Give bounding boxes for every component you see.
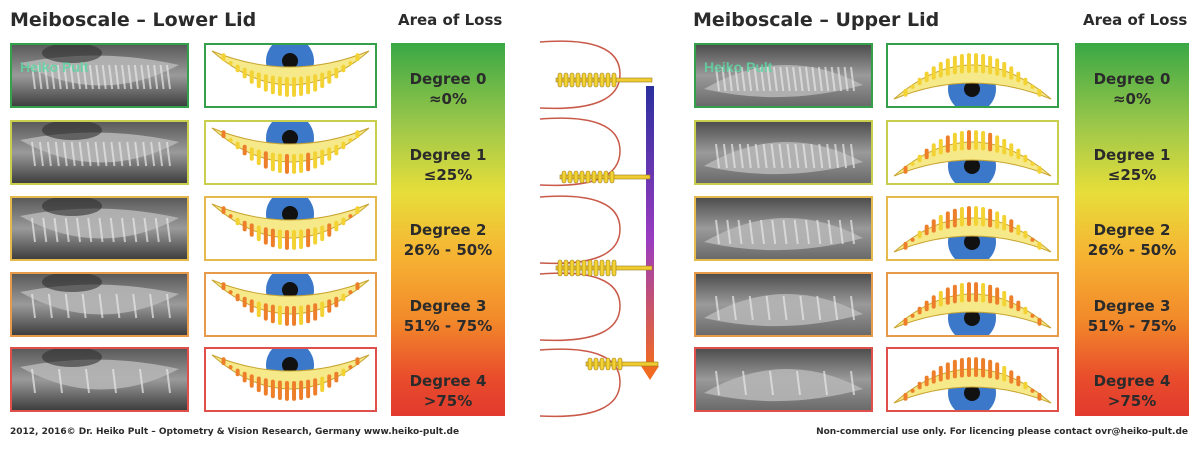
lower-degree-1-range: ≤25% [423, 166, 473, 184]
pupil-icon [964, 81, 980, 97]
upper-degree-1-range: ≤25% [1107, 166, 1157, 184]
upper-degree-3-name: Degree 3 [1093, 297, 1171, 315]
lower-degree-3-name: Degree 3 [409, 297, 487, 315]
upper-lid-photo-degree-0: Heiko Pult [694, 43, 873, 108]
gland-comb-2 [555, 259, 653, 277]
lower-lid-diagram-degree-0 [204, 43, 377, 108]
licensing-footer: Non-commercial use only. For licencing p… [816, 427, 1188, 437]
lower-degree-0-label: Degree 0 ≈0% [391, 69, 505, 109]
lower-lid-photo-degree-3 [10, 272, 189, 337]
upper-lid-photo-degree-1 [694, 120, 873, 185]
lower-degree-3-label: Degree 3 51% - 75% [391, 296, 505, 336]
upper-degree-2-range: 26% - 50% [1087, 241, 1177, 259]
upper-watermark: Heiko Pult [704, 59, 773, 75]
gland-comb-0 [555, 72, 653, 88]
bracket-curve-3 [539, 272, 621, 342]
lower-lid-diagram-degree-4 [204, 347, 377, 412]
lower-degree-3-range: 51% - 75% [403, 317, 493, 335]
upper-loss-scale-bar: Degree 0 ≈0% Degree 1 ≤25% Degree 2 26% - 50%… [1075, 43, 1189, 416]
pupil-icon [282, 53, 298, 69]
lower-degree-4-label: Degree 4 >75% [391, 371, 505, 411]
pupil-icon [964, 158, 980, 174]
lower-loss-scale-bar: Degree 0 ≈0% Degree 1 ≤25% Degree 2 26% - 50%… [391, 43, 505, 416]
upper-lid-title: Meiboscale – Upper Lid [693, 9, 940, 31]
bracket-curve-2 [539, 195, 621, 265]
upper-lid-diagram-degree-3 [886, 272, 1059, 337]
upper-degree-4-range: >75% [1107, 392, 1157, 410]
bracket-curve-1 [539, 117, 621, 187]
pupil-icon [282, 282, 298, 298]
lower-degree-0-range: ≈0% [428, 90, 468, 108]
lower-lid-photo-degree-1 [10, 120, 189, 185]
copyright-footer: 2012, 2016© Dr. Heiko Pult – Optometry &… [10, 427, 460, 437]
lower-lid-title: Meiboscale – Lower Lid [10, 9, 257, 31]
upper-degree-0-range: ≈0% [1112, 90, 1152, 108]
upper-lid-diagram-degree-1 [886, 120, 1059, 185]
lower-degree-2-range: 26% - 50% [403, 241, 493, 259]
pupil-icon [282, 206, 298, 222]
gland-comb-3 [585, 357, 659, 371]
lower-lid-diagram-degree-1 [204, 120, 377, 185]
lower-area-of-loss-title: Area of Loss [398, 11, 503, 29]
lower-lid-diagram-degree-3 [204, 272, 377, 337]
upper-degree-4-label: Degree 4 >75% [1075, 371, 1189, 411]
upper-lid-photo-degree-3 [694, 272, 873, 337]
gland-comb-1 [559, 170, 651, 184]
pupil-icon [282, 130, 298, 146]
lower-degree-2-label: Degree 2 26% - 50% [391, 220, 505, 260]
upper-lid-diagram-degree-4 [886, 347, 1059, 412]
gland-loss-progression-illustration [539, 40, 659, 418]
lower-lid-photo-degree-4 [10, 347, 189, 412]
upper-degree-4-name: Degree 4 [1093, 372, 1171, 390]
lower-lid-photo-degree-0: Heiko Pult [10, 43, 189, 108]
upper-degree-1-label: Degree 1 ≤25% [1075, 145, 1189, 185]
bracket-curve-0 [539, 40, 621, 110]
upper-degree-0-name: Degree 0 [1093, 70, 1171, 88]
lower-degree-4-name: Degree 4 [409, 372, 487, 390]
lower-watermark: Heiko Pult [20, 59, 89, 75]
upper-degree-3-label: Degree 3 51% - 75% [1075, 296, 1189, 336]
progression-arrow-shaft [646, 86, 654, 366]
upper-degree-3-range: 51% - 75% [1087, 317, 1177, 335]
pupil-icon [964, 310, 980, 326]
upper-degree-0-label: Degree 0 ≈0% [1075, 69, 1189, 109]
pupil-icon [964, 385, 980, 401]
upper-degree-2-name: Degree 2 [1093, 221, 1171, 239]
lower-degree-1-label: Degree 1 ≤25% [391, 145, 505, 185]
bracket-curve-4 [539, 348, 621, 418]
progression-arrow-head [641, 366, 659, 380]
upper-lid-photo-degree-4 [694, 347, 873, 412]
upper-lid-diagram-degree-0 [886, 43, 1059, 108]
lower-lid-photo-degree-2 [10, 196, 189, 261]
lower-degree-2-name: Degree 2 [409, 221, 487, 239]
pupil-icon [282, 357, 298, 373]
upper-lid-diagram-degree-2 [886, 196, 1059, 261]
upper-degree-1-name: Degree 1 [1093, 146, 1171, 164]
lower-degree-0-name: Degree 0 [409, 70, 487, 88]
lower-lid-diagram-degree-2 [204, 196, 377, 261]
upper-lid-photo-degree-2 [694, 196, 873, 261]
pupil-icon [964, 234, 980, 250]
lower-degree-1-name: Degree 1 [409, 146, 487, 164]
lower-degree-4-range: >75% [423, 392, 473, 410]
upper-degree-2-label: Degree 2 26% - 50% [1075, 220, 1189, 260]
upper-area-of-loss-title: Area of Loss [1083, 11, 1188, 29]
